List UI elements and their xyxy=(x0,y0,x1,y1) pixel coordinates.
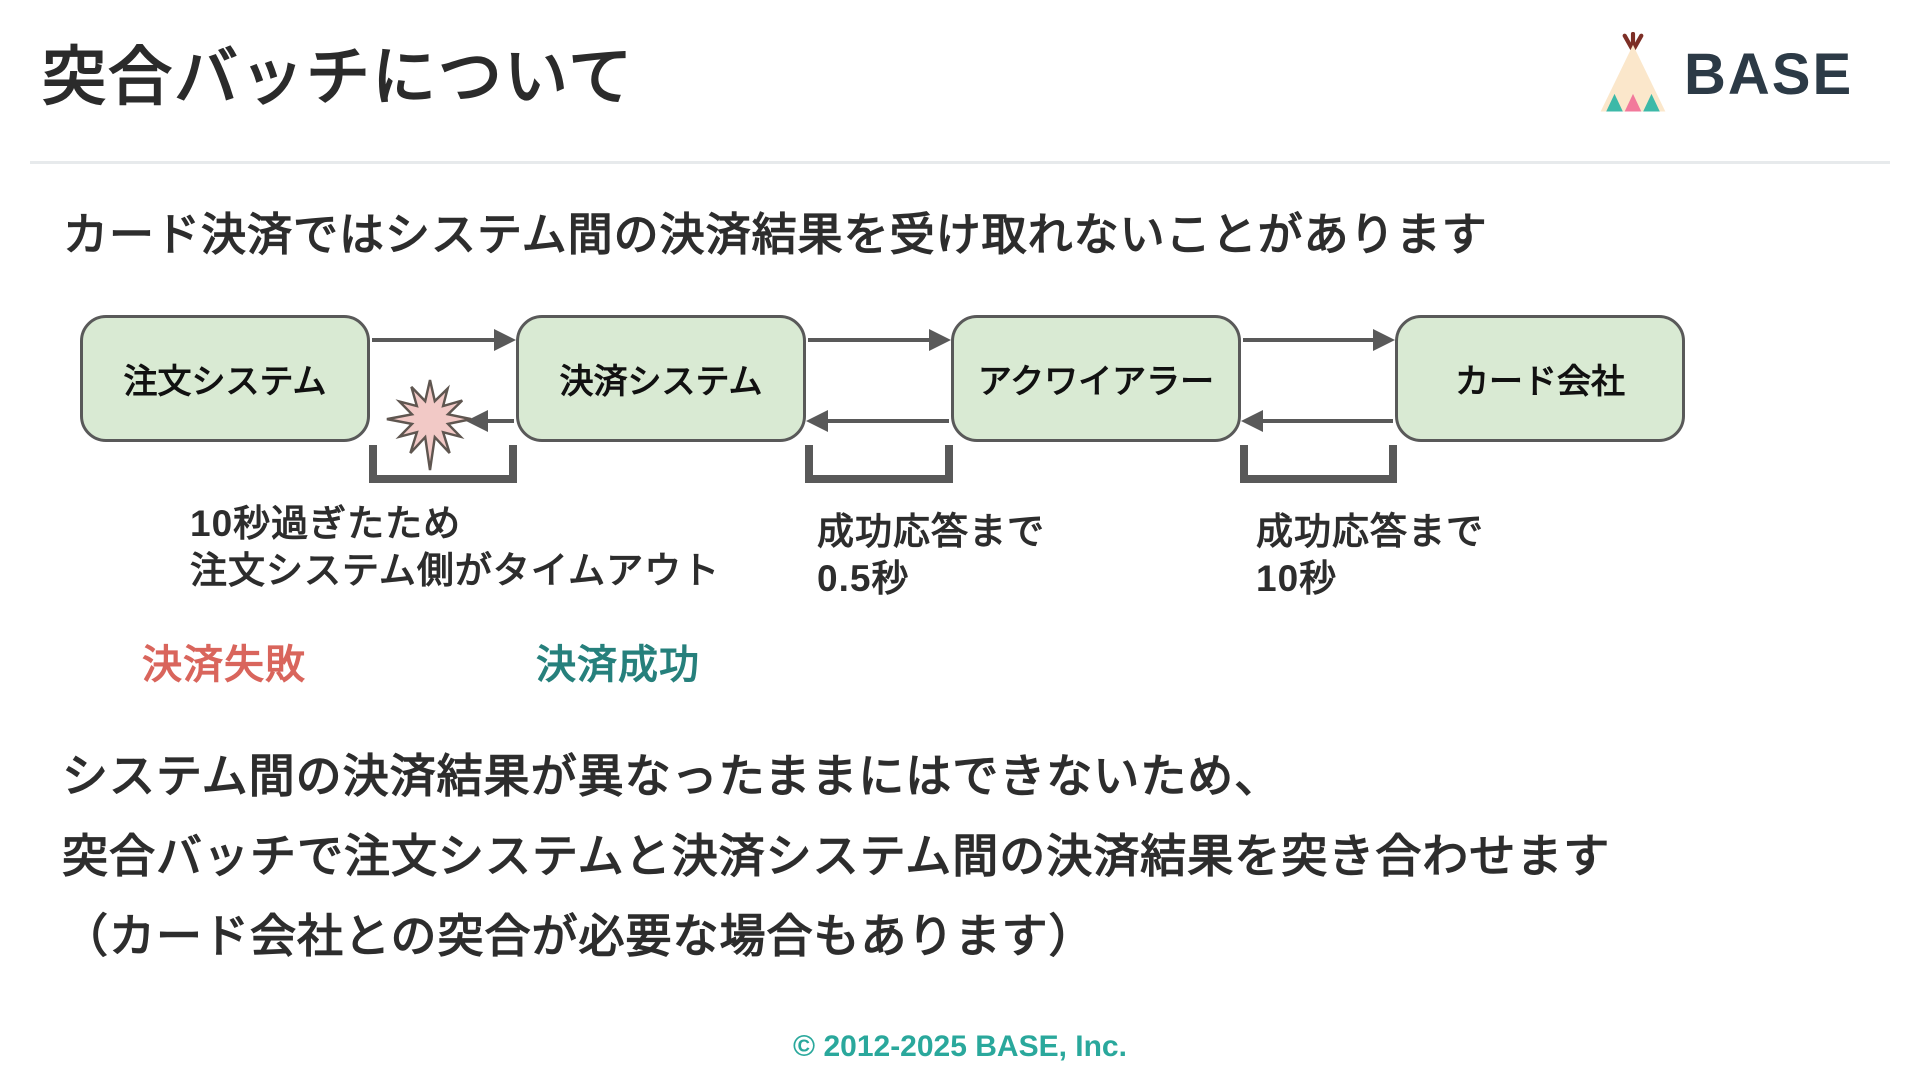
arrow-right-icon xyxy=(808,329,951,351)
timing-bracket xyxy=(805,445,953,483)
node-payment-system: 決済システム xyxy=(516,315,806,442)
node-acquirer: アクワイアラー xyxy=(951,315,1241,442)
arrow-right-icon xyxy=(372,329,516,351)
header-divider xyxy=(30,161,1890,164)
arrow-left-icon xyxy=(806,410,949,432)
arrow-right-icon xyxy=(1243,329,1395,351)
status-payment-failed: 決済失敗 xyxy=(142,643,306,687)
summary-line: （カード会社との突合が必要な場合もあります） xyxy=(62,910,1096,962)
arrow-left-icon xyxy=(1241,410,1393,432)
timing-bracket xyxy=(1240,445,1397,483)
node-card-company: カード会社 xyxy=(1395,315,1685,442)
page-title: 突合バッチについて xyxy=(42,41,635,113)
tent-icon xyxy=(1600,32,1666,112)
annotation-timeout: 10秒過ぎたため 注文システム側がタイムアウト xyxy=(190,503,721,592)
status-payment-success: 決済成功 xyxy=(536,643,700,687)
footer-copyright: © 2012-2025 BASE, Inc. xyxy=(793,1030,1127,1063)
timing-bracket xyxy=(369,445,517,483)
brand-logo: BASE xyxy=(1596,32,1853,117)
node-order-system: 注文システム xyxy=(80,315,370,442)
annotation-response-time-card: 成功応答まで 10秒 xyxy=(1256,511,1484,600)
summary-line: 突合バッチで注文システムと決済システム間の決済結果を突き合わせます xyxy=(62,830,1611,882)
arrow-left-icon xyxy=(466,410,514,432)
intro-text: カード決済ではシステム間の決済結果を受け取れないことがあります xyxy=(63,209,1488,260)
annotation-response-time-acquirer: 成功応答まで 0.5秒 xyxy=(817,511,1045,600)
summary-paragraph: システム間の決済結果が異なったままにはできないため、 突合バッチで注文システムと… xyxy=(62,736,1610,976)
brand-name: BASE xyxy=(1684,42,1854,107)
explosion-icon xyxy=(386,379,472,471)
summary-line: システム間の決済結果が異なったままにはできないため、 xyxy=(62,750,1282,802)
